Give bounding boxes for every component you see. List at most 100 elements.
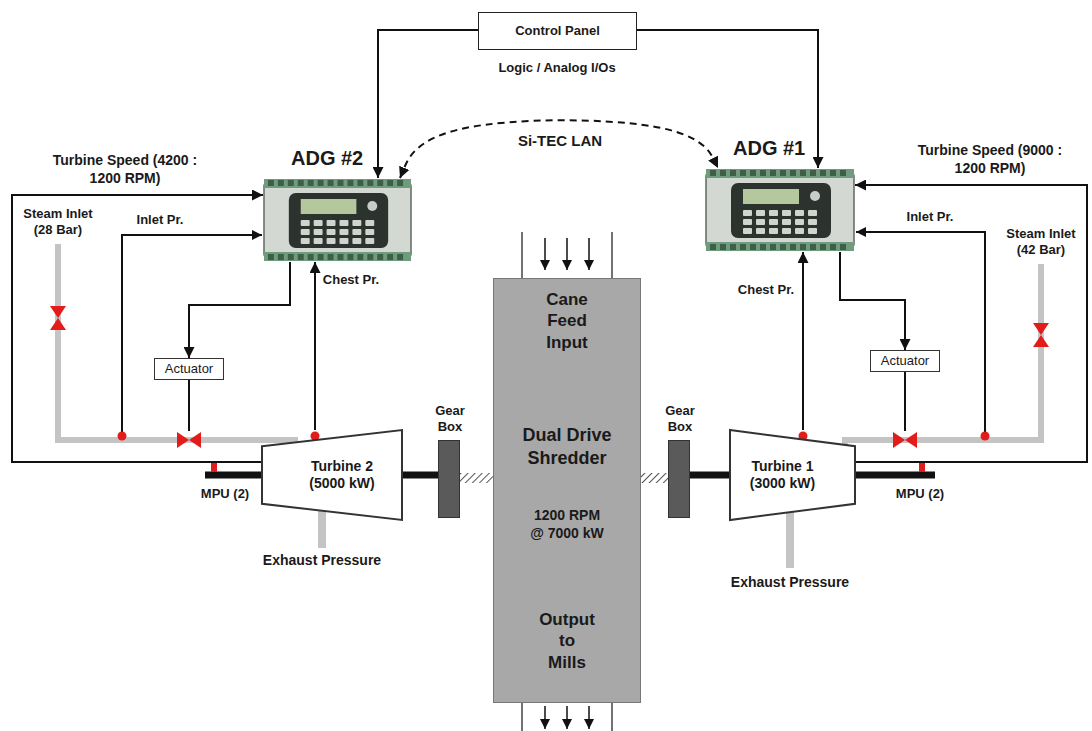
terminal (760, 244, 766, 250)
panel-button (327, 238, 336, 244)
exhaust-label: Exhaust Pressure (725, 574, 855, 592)
terminal (377, 180, 383, 186)
terminal (288, 254, 294, 260)
flow-arrow (588, 706, 590, 729)
terminal (820, 244, 826, 250)
panel-button (301, 220, 310, 226)
stop-valve (1033, 335, 1049, 347)
stop-valve (50, 306, 66, 318)
node-label: 1200 RPM @ 7000 kW (528, 507, 606, 542)
panel-button (352, 220, 361, 226)
terminal (357, 254, 363, 260)
terminal (367, 254, 373, 260)
terminal (740, 170, 746, 176)
connector-label: Turbine Speed (9000 : 1200 RPM) (915, 142, 1065, 177)
terminal (730, 170, 736, 176)
pressure-signal (314, 262, 316, 430)
exhaust-pipe (786, 510, 794, 568)
control-valve (177, 432, 189, 448)
terminal (328, 254, 334, 260)
node-label: Control Panel (515, 23, 600, 39)
flow-arrow (544, 706, 546, 729)
panel-button (352, 238, 361, 244)
panel-button (352, 229, 361, 235)
panel-button (314, 220, 323, 226)
panel-button (743, 219, 752, 225)
terminal-strip (264, 252, 411, 261)
drive-shaft (402, 472, 438, 479)
panel-button (769, 228, 778, 234)
front-panel (731, 183, 831, 238)
terminal (790, 170, 796, 176)
exhaust-pipe (318, 508, 326, 548)
panel-button (782, 210, 791, 216)
terminal (770, 244, 776, 250)
panel-button (743, 228, 752, 234)
connector-label: Chest Pr. (320, 272, 382, 288)
panel-button (795, 210, 804, 216)
panel-button (339, 229, 348, 235)
steam-pipe (58, 244, 295, 444)
terminal (760, 170, 766, 176)
panel-button (365, 229, 374, 235)
panel-button (795, 228, 804, 234)
controller-illustration (705, 168, 855, 252)
steam-inlet-label: Steam Inlet (28 Bar) (22, 206, 94, 239)
panel-button (808, 219, 817, 225)
shredder-box: Cane Feed InputDual Drive Shredder1200 R… (493, 278, 641, 703)
drive-shaft (690, 472, 730, 479)
terminal (357, 180, 363, 186)
panel-button (769, 219, 778, 225)
device-heading: ADG #2 (291, 146, 381, 171)
panel-button (365, 220, 374, 226)
terminal-strip (264, 179, 411, 188)
steam-inlet-label: Steam Inlet (42 Bar) (1005, 226, 1077, 259)
panel-button (301, 229, 310, 235)
terminal (720, 244, 726, 250)
actuator-signal (840, 252, 905, 350)
controller-device: ADG #1 (705, 168, 855, 252)
panel-button (756, 228, 765, 234)
terminal-strip (706, 169, 854, 178)
terminal (750, 170, 756, 176)
stop-valve (1033, 323, 1049, 335)
actuator-linkage (188, 380, 190, 431)
signal-label: Inlet Pr. (898, 209, 962, 225)
terminal (387, 180, 393, 186)
sensor-label: MPU (2) (890, 486, 950, 502)
terminal (750, 244, 756, 250)
panel-button (367, 201, 377, 211)
terminal (770, 170, 776, 176)
actuator-linkage (904, 372, 906, 431)
speed-pickup (211, 463, 217, 472)
terminal (268, 180, 274, 186)
terminal-strip (706, 242, 854, 251)
controller-device: ADG #2 (263, 178, 412, 262)
control-panel-box: Control Panel (478, 12, 637, 50)
panel-button (782, 228, 791, 234)
part-heading: Gear Box (435, 403, 465, 436)
front-panel (289, 193, 388, 248)
turbine-casing (730, 430, 855, 520)
terminal (840, 170, 846, 176)
coupling-shaft (641, 473, 668, 483)
control-wire (378, 30, 478, 178)
terminal (730, 244, 736, 250)
terminal (830, 244, 836, 250)
node-label: Turbine 1 (3000 kW) (740, 458, 825, 493)
terminal (318, 254, 324, 260)
terminal (387, 254, 393, 260)
turbine-shaft (205, 472, 262, 479)
control-valve (905, 432, 917, 448)
part-heading: Gear Box (665, 403, 695, 436)
panel-button (314, 238, 323, 244)
terminal (338, 254, 344, 260)
panel-button (743, 210, 752, 216)
node-label: Cane Feed Input (546, 289, 588, 353)
node-label: Turbine 2 (5000 kW) (300, 458, 385, 493)
gear-box: Gear Box (668, 440, 690, 518)
steam-turbine: Turbine 2 (5000 kW) (262, 430, 402, 520)
terminal (780, 170, 786, 176)
panel-button (339, 220, 348, 226)
terminal (308, 254, 314, 260)
